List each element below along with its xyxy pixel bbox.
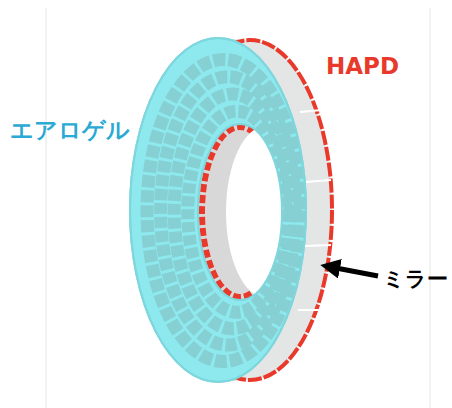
frame-line — [430, 8, 431, 408]
part-label: エアロゲル — [10, 118, 130, 143]
mirror-joint — [305, 245, 331, 246]
aerogel-overlay — [130, 38, 306, 382]
part-label: ミラー — [383, 268, 448, 291]
leader-arrow — [336, 268, 378, 276]
mirror-joint — [298, 309, 320, 311]
part-label: HAPD — [326, 54, 399, 79]
frame-line — [46, 8, 47, 408]
hole-rim — [198, 124, 282, 300]
inner-wall — [198, 124, 306, 300]
mirror-joint — [300, 110, 322, 112]
mirror-joint — [305, 180, 331, 182]
aerogel-face — [130, 38, 306, 382]
